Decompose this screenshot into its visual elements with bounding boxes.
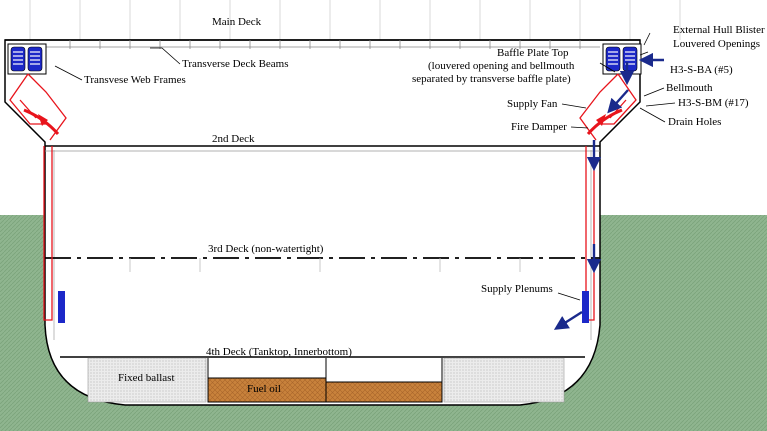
label-fourth-deck: 4th Deck (Tanktop, Innerbottom) bbox=[206, 346, 352, 358]
port-supply-duct bbox=[9, 73, 67, 321]
label-baffle-note-2: separated by transverse baffle plate) bbox=[412, 73, 571, 85]
airflow-arrows bbox=[553, 52, 664, 330]
third-deck-frames bbox=[129, 258, 521, 272]
label-bellmouth: Bellmouth bbox=[666, 82, 713, 94]
label-fuel-oil: Fuel oil bbox=[247, 383, 281, 395]
label-transverse-deck-beams: Transverse Deck Beams bbox=[182, 58, 289, 70]
label-h3-s-bm: H3-S-BM (#17) bbox=[678, 97, 749, 109]
port-hull-blister bbox=[7, 43, 47, 75]
fuel-oil-tank-right bbox=[325, 381, 443, 403]
label-external-hull-blister: External Hull Blister bbox=[673, 24, 765, 36]
label-third-deck: 3rd Deck (non-watertight) bbox=[208, 243, 324, 255]
fixed-ballast-tank-right bbox=[443, 357, 565, 403]
label-louvered-openings: Louvered Openings bbox=[673, 38, 761, 50]
label-fixed-ballast: Fixed ballast bbox=[118, 372, 175, 384]
starboard-hull-blister bbox=[602, 43, 642, 75]
leader-lines bbox=[54, 32, 676, 301]
label-drain-holes: Drain Holes bbox=[668, 116, 722, 128]
label-supply-fan: Supply Fan bbox=[507, 98, 558, 110]
label-fire-damper: Fire Damper bbox=[511, 121, 567, 133]
port-fan-marker bbox=[38, 114, 48, 126]
deck-beam-ticks bbox=[69, 40, 581, 49]
starboard-fan-marker bbox=[596, 114, 606, 126]
starboard-supply-plenum bbox=[582, 291, 589, 323]
label-main-deck: Main Deck bbox=[212, 16, 262, 28]
hull-outline bbox=[4, 39, 641, 406]
label-h3-s-ba: H3-S-BA (#5) bbox=[670, 64, 733, 76]
label-baffle-plate-top: Baffle Plate Top bbox=[497, 47, 569, 59]
label-supply-plenums: Supply Plenums bbox=[481, 283, 553, 295]
label-second-deck: 2nd Deck bbox=[212, 133, 255, 145]
label-baffle-note-1: (louvered opening and bellmouth bbox=[428, 60, 575, 72]
label-transverse-web-frames: Transvese Web Frames bbox=[84, 74, 186, 86]
port-supply-plenum bbox=[58, 291, 65, 323]
upper-frame-lines bbox=[29, 0, 681, 40]
fixed-ballast-tank-left bbox=[87, 357, 207, 403]
